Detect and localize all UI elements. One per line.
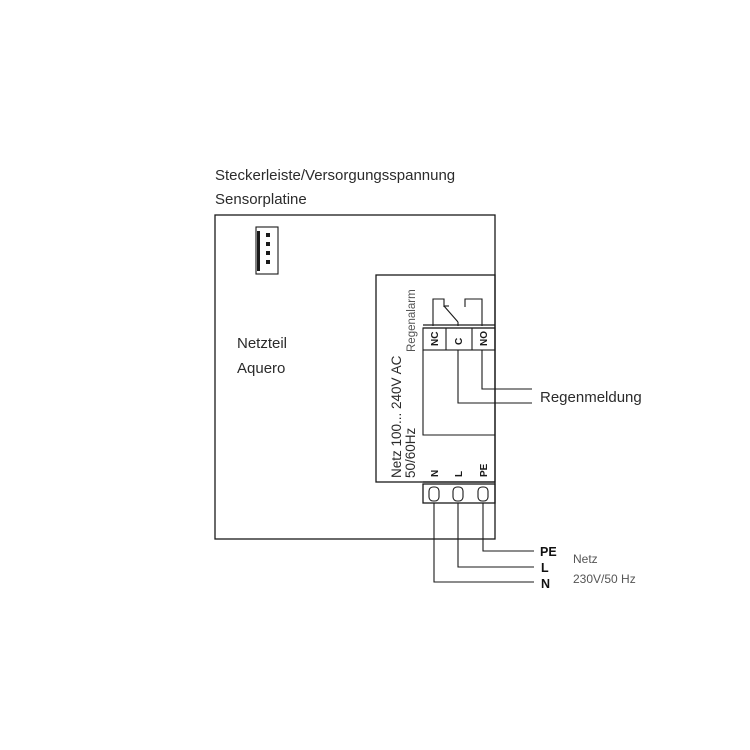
mains-label: Netz — [573, 552, 598, 566]
sensor-connector-icon — [255, 226, 279, 275]
power-terminal-block — [422, 481, 496, 504]
relay-output-label: Regenmeldung — [540, 389, 642, 406]
c-signal-wire — [457, 350, 532, 404]
terminal-label-n: N — [430, 470, 441, 477]
device-name-line2: Aquero — [237, 360, 285, 377]
wire-label-pe: PE — [540, 545, 557, 559]
pe-wire — [482, 503, 534, 552]
wire-label-l: L — [541, 561, 549, 575]
header-sensorboard-label: Sensorplatine — [215, 191, 307, 208]
terminal-label-pe: PE — [479, 463, 490, 477]
mains-spec: 230V/50 Hz — [573, 572, 636, 586]
nc-internal-wire — [422, 350, 495, 436]
header-connector-label: Steckerleiste/Versorgungsspannung — [215, 167, 455, 184]
relay-contact-icon — [432, 298, 483, 326]
relay-terminal-block — [422, 324, 496, 351]
device-name-line1: Netzteil — [237, 335, 287, 352]
psu-rating-voltage: Netz 100... 240V AC — [389, 355, 404, 478]
terminal-label-l: L — [454, 471, 465, 477]
terminal-c: C — [454, 338, 465, 345]
terminal-nc: NC — [430, 332, 441, 346]
wire-label-n: N — [541, 577, 550, 591]
relay-label: Regenalarm — [406, 289, 418, 352]
no-signal-wire — [481, 350, 532, 390]
n-wire — [433, 503, 534, 583]
psu-rating-frequency: 50/60Hz — [403, 427, 418, 478]
l-wire — [457, 503, 534, 568]
terminal-no: NO — [479, 331, 490, 346]
